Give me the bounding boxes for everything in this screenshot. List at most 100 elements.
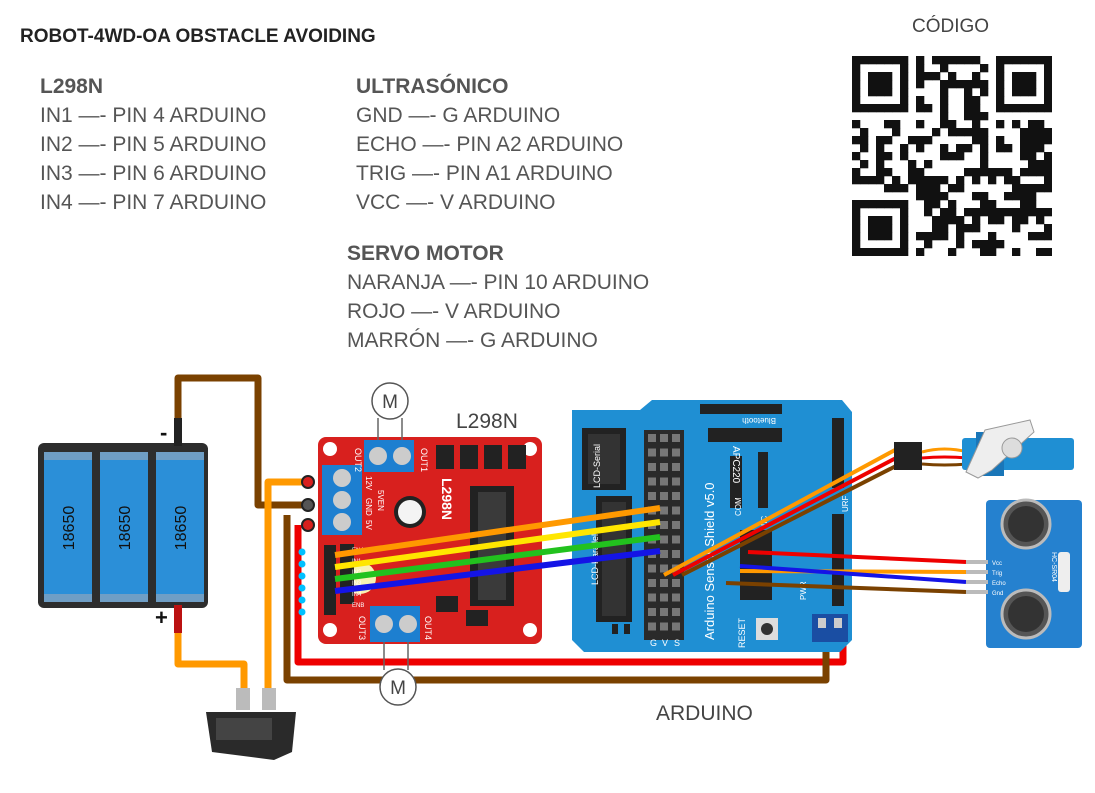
shield-header-pin <box>672 492 680 500</box>
qr-module <box>1036 136 1045 145</box>
driver-input-label: IN3 <box>352 581 362 587</box>
qr-module <box>852 80 861 89</box>
shield-header-pin <box>648 593 656 602</box>
qr-module <box>996 72 1005 81</box>
qr-module <box>892 248 901 256</box>
qr-module <box>1020 152 1029 161</box>
qr-module <box>1044 232 1052 241</box>
servo-line-rojo: ROJO —- V ARDUINO <box>347 300 561 323</box>
qr-module <box>964 224 973 233</box>
us-wire-gnd-brown <box>725 581 967 594</box>
qr-module <box>852 240 861 249</box>
qr-module <box>988 240 997 249</box>
qr-module <box>860 176 869 185</box>
qr-module <box>1028 208 1037 217</box>
qr-module <box>1028 144 1037 153</box>
ultrasonic-pin-label: Gnd <box>992 591 1003 597</box>
qr-module <box>860 144 869 153</box>
qr-module <box>1020 200 1029 209</box>
qr-module <box>916 168 925 177</box>
qr-module <box>924 72 933 81</box>
qr-module <box>1012 224 1021 233</box>
qr-module <box>900 224 909 233</box>
qr-module <box>1036 160 1045 169</box>
qr-module <box>852 72 861 81</box>
servo-line-marron: MARRÓN —- G ARDUINO <box>347 329 598 352</box>
ultrasonic-line-echo: ECHO —- PIN A2 ARDUINO <box>356 133 624 156</box>
qr-module <box>964 88 973 97</box>
shield-header-pin <box>660 463 668 471</box>
shield-header-pin <box>660 477 668 486</box>
qr-module <box>956 232 965 241</box>
qr-module <box>972 224 981 233</box>
shield-header-pin <box>648 622 656 631</box>
shield-urf-label: URF <box>841 495 850 512</box>
switch-to-driver-wire <box>264 478 310 690</box>
qr-module <box>900 56 909 65</box>
qr-module <box>852 200 861 209</box>
qr-module <box>1028 104 1037 113</box>
qr-module <box>916 104 925 113</box>
qr-module <box>996 240 1005 249</box>
ultrasonic-pin-label: Echo <box>992 581 1006 587</box>
ultrasonic-pin-label: Trig <box>992 571 1002 577</box>
qr-module <box>916 184 925 193</box>
qr-module <box>948 208 957 217</box>
shield-gvs-label: S <box>674 638 680 648</box>
page-title: ROBOT-4WD-OA OBSTACLE AVOIDING <box>20 26 376 47</box>
qr-module <box>956 128 965 137</box>
qr-module <box>1020 216 1029 225</box>
qr-module <box>1028 72 1037 81</box>
qr-module <box>1036 168 1045 177</box>
qr-module <box>972 120 981 129</box>
shield-header-pin <box>672 593 680 602</box>
qr-module <box>980 144 989 153</box>
qr-module <box>876 176 885 185</box>
qr-module <box>916 64 925 73</box>
shield-header-pin <box>672 448 680 457</box>
driver-out2-label: OUT2 <box>353 448 363 472</box>
qr-module <box>852 152 861 161</box>
qr-module <box>1036 184 1045 193</box>
l298n-line-in2: IN2 —- PIN 5 ARDUINO <box>40 133 267 156</box>
qr-module <box>916 248 925 256</box>
qr-module <box>1044 168 1052 177</box>
qr-module <box>1004 56 1013 65</box>
qr-module <box>916 144 925 153</box>
qr-module <box>868 248 877 256</box>
shield-header-pin <box>672 434 680 442</box>
qr-module <box>996 216 1005 225</box>
shield-header-pin <box>672 550 680 558</box>
qr-module <box>876 136 885 145</box>
qr-module <box>884 152 893 161</box>
qr-module <box>1036 208 1045 217</box>
driver-5ven-label: 5VEN <box>376 490 385 511</box>
qr-module <box>1012 120 1021 129</box>
qr-module <box>876 104 885 113</box>
qr-module <box>860 104 869 113</box>
qr-module <box>916 176 925 185</box>
qr-module <box>900 248 909 256</box>
qr-module <box>932 232 941 241</box>
qr-module <box>956 184 965 193</box>
qr-module <box>972 56 981 65</box>
qr-module <box>876 72 885 81</box>
qr-module <box>940 88 949 97</box>
qr-module <box>956 176 965 185</box>
qr-module <box>892 56 901 65</box>
qr-module <box>1036 216 1045 225</box>
driver-input-label: IN2 <box>352 570 362 576</box>
qr-module <box>940 112 949 121</box>
qr-module <box>1020 192 1029 201</box>
qr-module <box>980 88 989 97</box>
qr-module <box>924 232 933 241</box>
qr-module <box>1020 128 1029 137</box>
us-wire-echo-blue <box>739 564 967 584</box>
qr-module <box>1012 72 1021 81</box>
servo-wire-brown <box>681 464 897 577</box>
shield-header-pin <box>648 579 656 587</box>
qr-module <box>948 72 957 81</box>
qr-module <box>868 232 877 241</box>
qr-module <box>940 232 949 241</box>
